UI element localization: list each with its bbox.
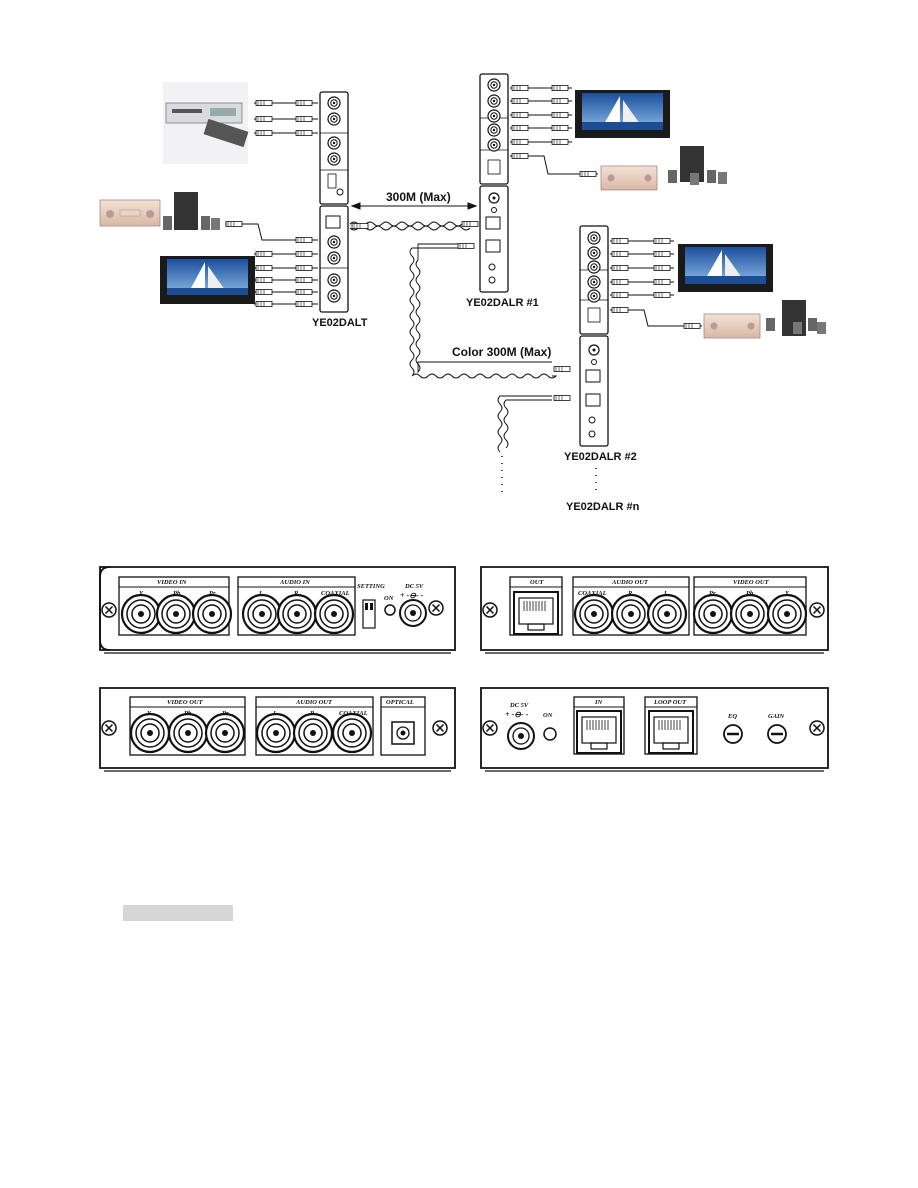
dc-polarity-symbol: + -⊖- - — [505, 710, 529, 719]
dvd-player-image — [163, 82, 249, 164]
receiver-1-label: YE02DALR #1 — [466, 297, 539, 309]
dvd-cables — [254, 100, 318, 136]
tx-back-video-group: VIDEO OUT — [733, 579, 770, 586]
tx-back-video-pb: Pb — [746, 590, 754, 597]
tx-back-video-pr: Pr — [709, 590, 716, 597]
rx-back-in: IN — [594, 699, 603, 706]
tx-back-panel — [480, 566, 829, 654]
rx-back-dc: DC 5V — [509, 702, 529, 709]
tx-front-audio-r: R — [293, 590, 299, 597]
tx-front-video-y: Y — [139, 590, 144, 597]
tx-front-audio-group: AUDIO IN — [279, 579, 310, 586]
rx-back-on: ON — [543, 712, 553, 719]
receiver-2-label: YE02DALR #2 — [564, 451, 637, 463]
transmitter-label: YE02DALT — [312, 317, 368, 329]
tx-back-audio-l: L — [663, 590, 668, 597]
rx-back-panel — [480, 687, 829, 772]
loop-cable — [409, 243, 571, 379]
rx-front-audio-l: L — [272, 710, 277, 717]
distance-arrow — [350, 202, 478, 210]
rx-back-loop-out: LOOP OUT — [653, 699, 687, 706]
cat5-cable — [349, 221, 479, 231]
rx-front-video-y: Y — [147, 710, 152, 717]
tx-front-video-pb: Pb — [173, 590, 181, 597]
left-output-cables — [225, 221, 318, 307]
tx-front-setting: SETTING — [357, 583, 385, 590]
tv-image — [575, 90, 670, 138]
transmitter-unit — [319, 91, 349, 313]
audio-system-image — [600, 146, 727, 191]
rx-front-audio-group: AUDIO OUT — [295, 699, 333, 706]
tx-front-dc: DC 5V — [404, 583, 424, 590]
loop-cable-n — [497, 395, 597, 496]
rx-front-video-group: VIDEO OUT — [167, 699, 204, 706]
receiver-2-output-cables — [610, 238, 702, 329]
tx-back-audio-r: R — [627, 590, 633, 597]
receiver-n-label: YE02DALR #n — [566, 501, 640, 513]
audio-system-image — [99, 192, 220, 230]
tx-front-panel — [99, 566, 456, 654]
rx-front-audio-r: R — [309, 710, 315, 717]
receiver-2-unit — [579, 225, 609, 447]
tx-back-out: OUT — [530, 579, 544, 586]
audio-system-image — [703, 300, 826, 339]
rx-front-panel — [99, 687, 456, 772]
rx-front-optical: OPTICAL — [386, 699, 414, 706]
receiver-1-unit — [479, 73, 509, 293]
tx-front-video-group: VIDEO IN — [157, 579, 187, 586]
rx-back-gain: GAIN — [768, 713, 785, 720]
tv-image — [678, 244, 773, 292]
tx-front-audio-coax: COAXIAL — [321, 590, 350, 597]
tx-back-audio-coax: COAXIAL — [578, 590, 607, 597]
tx-back-audio-group: AUDIO OUT — [611, 579, 649, 586]
rx-front-video-pb: Pb — [184, 710, 192, 717]
rx-front-audio-coax: COAXIAL — [339, 710, 368, 717]
tx-back-video-y: Y — [785, 590, 790, 597]
distance-label: 300M (Max) — [386, 190, 451, 204]
receiver-1-output-cables — [510, 85, 598, 177]
tx-front-on: ON — [384, 595, 394, 602]
tx-front-audio-l: L — [258, 590, 263, 597]
section-heading-placeholder — [123, 905, 233, 921]
dc-polarity-symbol: + -⊖- - — [400, 591, 424, 600]
rx-front-video-pr: Pr — [222, 710, 229, 717]
rx-back-eq: EQ — [727, 713, 737, 720]
color-distance-label: Color 300M (Max) — [452, 345, 551, 359]
tv-image — [160, 256, 255, 304]
tx-front-video-pr: Pr — [209, 590, 216, 597]
